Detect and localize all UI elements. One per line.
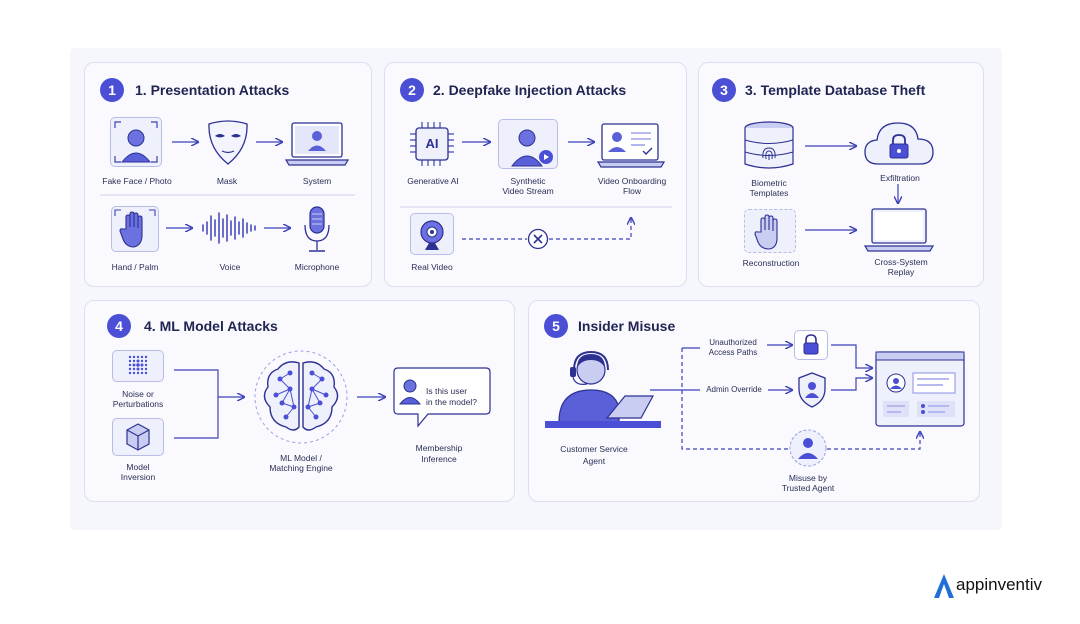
label-hand-palm: Hand / Palm — [111, 262, 159, 272]
ai-badge-text: AI — [425, 136, 439, 151]
panel-title: Insider Misuse — [578, 318, 676, 334]
label-engine-2: Matching Engine — [269, 463, 333, 473]
label-noise-1: Noise or — [122, 389, 154, 399]
label-voice: Voice — [219, 262, 241, 272]
label-replay-1: Cross-System — [874, 257, 928, 267]
reconstructed-hand-icon — [744, 209, 796, 253]
step-number: 5 — [544, 314, 568, 338]
label-reconstruction: Reconstruction — [742, 258, 800, 268]
label-mask: Mask — [216, 176, 238, 186]
label-noise-2: Perturbations — [112, 399, 164, 409]
panel-title: 3. Template Database Theft — [745, 82, 926, 98]
label-generative-ai: Generative AI — [407, 176, 459, 186]
hand-palm-icon — [111, 206, 159, 252]
mask-icon — [208, 120, 248, 165]
dashboard-screen-icon — [875, 351, 965, 427]
label-membership-2: Inference — [421, 454, 457, 464]
step-number: 2 — [400, 78, 424, 102]
lock-icon — [794, 330, 828, 360]
panel-title: 1. Presentation Attacks — [135, 82, 290, 98]
speech-bubble-icon — [393, 367, 491, 428]
label-replay-2: Replay — [887, 267, 915, 277]
label-engine-1: ML Model / — [280, 453, 322, 463]
customer-agent-icon — [545, 350, 661, 428]
label-unauthorized-2: Access Paths — [708, 348, 758, 357]
label-exfiltration: Exfiltration — [880, 173, 920, 183]
label-biometric-2: Templates — [749, 188, 789, 198]
bubble-text-2: in the model? — [426, 397, 478, 407]
microphone-icon — [304, 206, 330, 252]
neural-brain-icon — [254, 350, 348, 444]
label-biometric-1: Biometric — [751, 178, 787, 188]
panel-title: 4. ML Model Attacks — [144, 318, 278, 334]
label-agent-2: Agent — [582, 456, 606, 466]
label-fake-face: Fake Face / Photo — [102, 176, 172, 186]
webcam-icon — [410, 213, 454, 255]
cloud-lock-icon — [864, 122, 934, 165]
step-number: 3 — [712, 78, 736, 102]
noise-dots-icon — [112, 350, 164, 382]
ai-chip-icon — [410, 122, 454, 166]
step-number: 1 — [100, 78, 124, 102]
step-number: 4 — [107, 314, 131, 338]
video-onboarding-icon — [597, 123, 665, 168]
label-synthetic-2: Video Stream — [502, 186, 554, 196]
label-misuse-1: Misuse by — [788, 473, 828, 483]
trusted-agent-icon — [789, 429, 827, 467]
panel-title: 2. Deepfake Injection Attacks — [433, 82, 627, 98]
label-misuse-2: Trusted Agent — [781, 483, 835, 493]
label-unauthorized-1: Unauthorized — [709, 338, 757, 347]
fake-face-icon — [110, 117, 162, 167]
label-onboarding-2: Flow — [623, 186, 641, 196]
synthetic-video-icon — [498, 119, 558, 169]
label-system: System — [302, 176, 332, 186]
voice-waveform-icon — [202, 212, 256, 244]
label-inversion-1: Model — [126, 462, 150, 472]
label-membership-1: Membership — [415, 443, 463, 453]
shield-user-icon — [798, 372, 826, 408]
label-onboarding-1: Video Onboarding — [597, 176, 667, 186]
label-admin-override: Admin Override — [706, 385, 762, 394]
brand-name: appinventiv — [956, 575, 1043, 594]
label-microphone: Microphone — [294, 262, 340, 272]
label-agent-1: Customer Service — [560, 444, 628, 454]
laptop-icon — [285, 122, 349, 166]
appinventiv-logo-icon — [934, 574, 954, 598]
blocked-x-icon — [527, 228, 549, 250]
bubble-text-1: Is this user — [426, 386, 468, 396]
cube-icon — [112, 418, 164, 456]
database-fingerprint-icon — [744, 121, 794, 169]
label-real-video: Real Video — [411, 262, 453, 272]
label-synthetic-1: Synthetic — [510, 176, 546, 186]
laptop-replay-icon — [864, 208, 934, 252]
label-inversion-2: Inversion — [120, 472, 156, 482]
